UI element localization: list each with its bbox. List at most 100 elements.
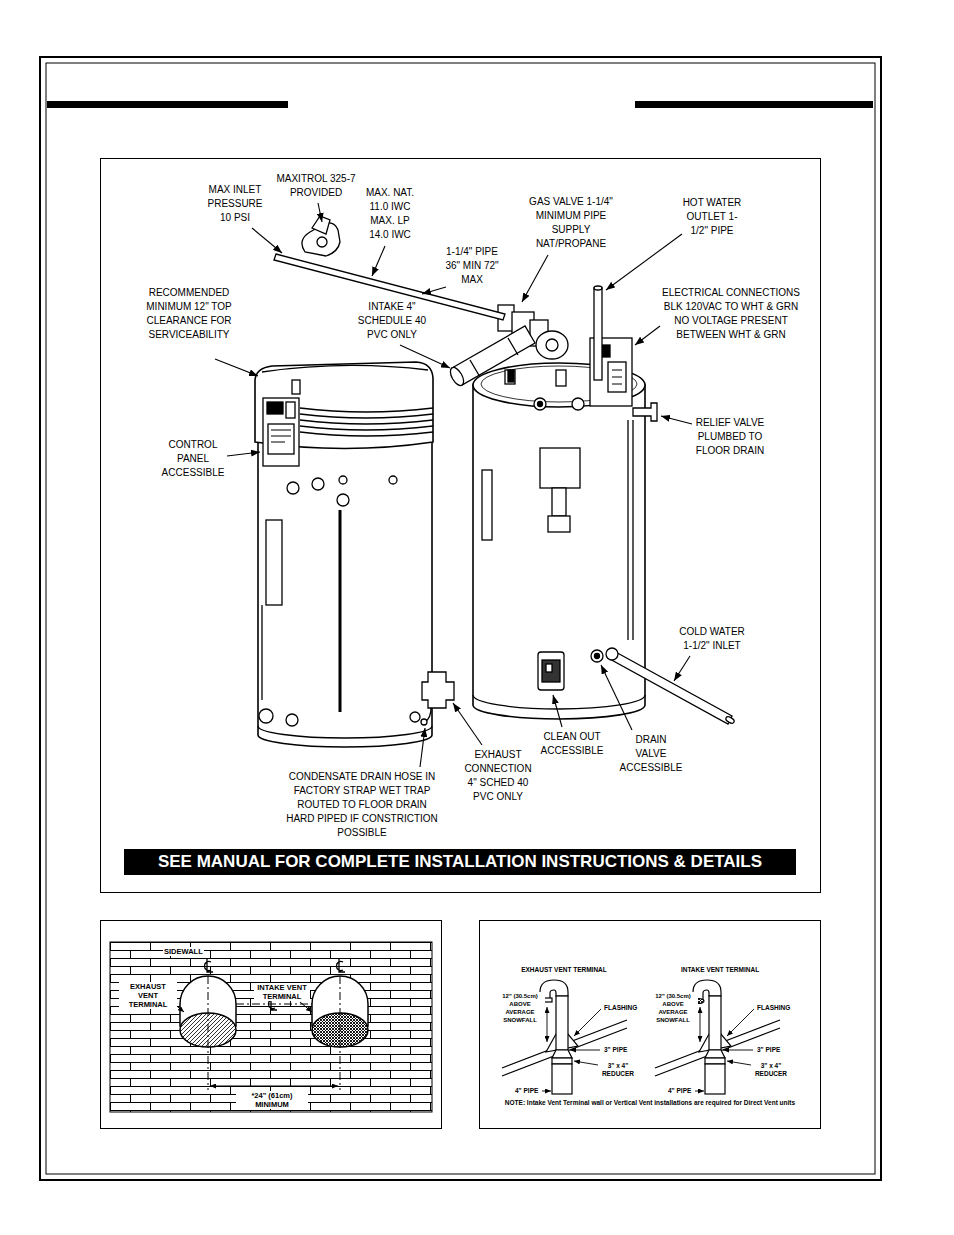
leader-line bbox=[727, 1061, 751, 1065]
water-heater-front bbox=[540, 448, 580, 488]
water-heater-front bbox=[556, 370, 566, 386]
vertical-vent-illustration bbox=[709, 996, 721, 1050]
leader-line bbox=[606, 234, 682, 290]
water-heater-rear bbox=[292, 380, 300, 394]
water-heater-rear bbox=[300, 420, 433, 424]
water-heater-front bbox=[536, 331, 568, 359]
vertical-vent-illustration bbox=[705, 1064, 725, 1094]
part-label: 4" PIPE bbox=[514, 1087, 539, 1095]
page-frame bbox=[47, 101, 288, 108]
part-label: 4" PIPE bbox=[667, 1087, 692, 1095]
dimension-label: 12" (30.5cm) ABOVE AVERAGE SNOWFALL bbox=[648, 992, 698, 1024]
water-heater-front bbox=[508, 370, 514, 382]
water-heater-rear bbox=[300, 432, 433, 436]
callout-label: CONDENSATE DRAIN HOSE IN FACTORY STRAP W… bbox=[283, 770, 441, 840]
page-frame bbox=[635, 101, 873, 108]
leader-line bbox=[727, 1009, 754, 1036]
callout-label: CLEAN OUT ACCESSIBLE bbox=[539, 730, 605, 758]
leader-line bbox=[422, 287, 446, 294]
leader-line bbox=[300, 1002, 312, 1012]
leader-line bbox=[522, 255, 548, 302]
vertical-vent-illustration bbox=[705, 1050, 725, 1058]
leader-line bbox=[553, 695, 562, 727]
callout-label: EXHAUST CONNECTION 4" SCHED 40 PVC ONLY bbox=[462, 748, 534, 804]
callout-label: GAS VALVE 1-1/4" MINIMUM PIPE SUPPLY NAT… bbox=[529, 195, 613, 251]
water-heater-front bbox=[448, 286, 735, 724]
sidewall-vent-illustration bbox=[340, 976, 341, 1090]
sidewall-vent-illustration bbox=[208, 976, 209, 1090]
page-frame bbox=[40, 57, 881, 1180]
callout-label: HOT WATER OUTLET 1-1/2" PIPE bbox=[678, 196, 746, 238]
water-heater-rear bbox=[261, 605, 262, 700]
vertical-vent-illustration bbox=[538, 980, 731, 1094]
water-heater-rear bbox=[263, 398, 299, 466]
terminal-label: EXHAUST VENT TERMINAL bbox=[119, 982, 177, 1009]
water-heater-front bbox=[448, 365, 467, 387]
water-heater-front bbox=[612, 370, 622, 384]
water-heater-front bbox=[594, 288, 602, 380]
leader-line bbox=[400, 345, 450, 368]
panel-frame bbox=[480, 921, 821, 1129]
part-label: FLASHING bbox=[756, 1004, 791, 1012]
water-heater-rear bbox=[287, 482, 299, 494]
water-heater-front bbox=[542, 660, 560, 682]
water-heater-front bbox=[538, 652, 564, 690]
leader-line bbox=[420, 728, 425, 767]
water-heater-front bbox=[594, 286, 602, 290]
gas-supply-pipe bbox=[317, 237, 327, 247]
water-heater-rear bbox=[312, 478, 324, 490]
panel-frame bbox=[101, 159, 821, 893]
part-label: 3" x 4" REDUCER bbox=[599, 1062, 637, 1078]
leader-line bbox=[318, 203, 322, 222]
water-heater-rear bbox=[259, 709, 273, 723]
water-heater-rear bbox=[339, 476, 347, 484]
water-heater-front bbox=[452, 326, 535, 385]
water-heater-rear bbox=[262, 365, 428, 372]
part-label: FLASHING bbox=[603, 1004, 638, 1012]
leader-line bbox=[570, 1050, 600, 1051]
callout-label: COLD WATER 1-1/2" INLET bbox=[677, 625, 747, 653]
roof-line bbox=[502, 1020, 780, 1076]
panel-frame bbox=[101, 921, 442, 1129]
callout-label: INTAKE 4" SCHEDULE 40 PVC ONLY bbox=[356, 300, 428, 342]
centerline-symbol bbox=[204, 959, 213, 972]
water-heater-front bbox=[538, 402, 543, 407]
water-heater-rear bbox=[255, 362, 433, 449]
water-heater-front bbox=[552, 488, 566, 516]
vertical-vent-illustration bbox=[705, 1058, 725, 1064]
callout-label: MAXITROL 325-7 PROVIDED bbox=[271, 172, 361, 200]
wall-label: SIDEWALL bbox=[163, 947, 204, 956]
water-heater-front bbox=[725, 716, 735, 725]
callout-label: RECOMMENDED MINIMUM 12" TOP CLEARANCE FO… bbox=[133, 286, 245, 342]
vertical-vent-illustration bbox=[552, 1064, 572, 1094]
page-frame bbox=[46, 63, 875, 1174]
sidewall-vent-illustration bbox=[208, 976, 340, 1090]
water-heater-rear bbox=[266, 520, 282, 605]
water-heater-rear bbox=[286, 402, 295, 418]
leader-line bbox=[215, 203, 692, 767]
callout-label: CONTROL PANEL ACCESSIBLE bbox=[161, 438, 225, 480]
water-heater-rear bbox=[300, 408, 433, 412]
part-label: 3" PIPE bbox=[756, 1046, 781, 1054]
water-heater-front bbox=[633, 403, 657, 421]
centerline-symbol bbox=[336, 959, 345, 972]
note-text: NOTE: Intake Vent Terminal wall or Verti… bbox=[500, 1099, 800, 1107]
leader-line bbox=[674, 656, 690, 681]
water-heater-front bbox=[632, 420, 633, 640]
water-heater-front bbox=[608, 362, 626, 392]
part-label: 3" PIPE bbox=[603, 1046, 628, 1054]
water-heater-rear bbox=[421, 719, 427, 725]
water-heater-front bbox=[606, 648, 618, 660]
vertical-vent-illustration bbox=[552, 1058, 572, 1064]
dimension-line bbox=[547, 1007, 548, 1042]
instruction-banner: SEE MANUAL FOR COMPLETE INSTALLATION INS… bbox=[124, 849, 796, 875]
water-heater-front bbox=[608, 650, 732, 724]
part-label: 3" x 4" REDUCER bbox=[752, 1062, 790, 1078]
water-heater-front bbox=[482, 470, 492, 540]
leader-line bbox=[723, 1050, 753, 1051]
water-heater-front bbox=[572, 398, 584, 410]
water-heater-rear bbox=[410, 712, 420, 722]
water-heater-front bbox=[473, 385, 645, 719]
dimension-line bbox=[210, 1086, 338, 1087]
